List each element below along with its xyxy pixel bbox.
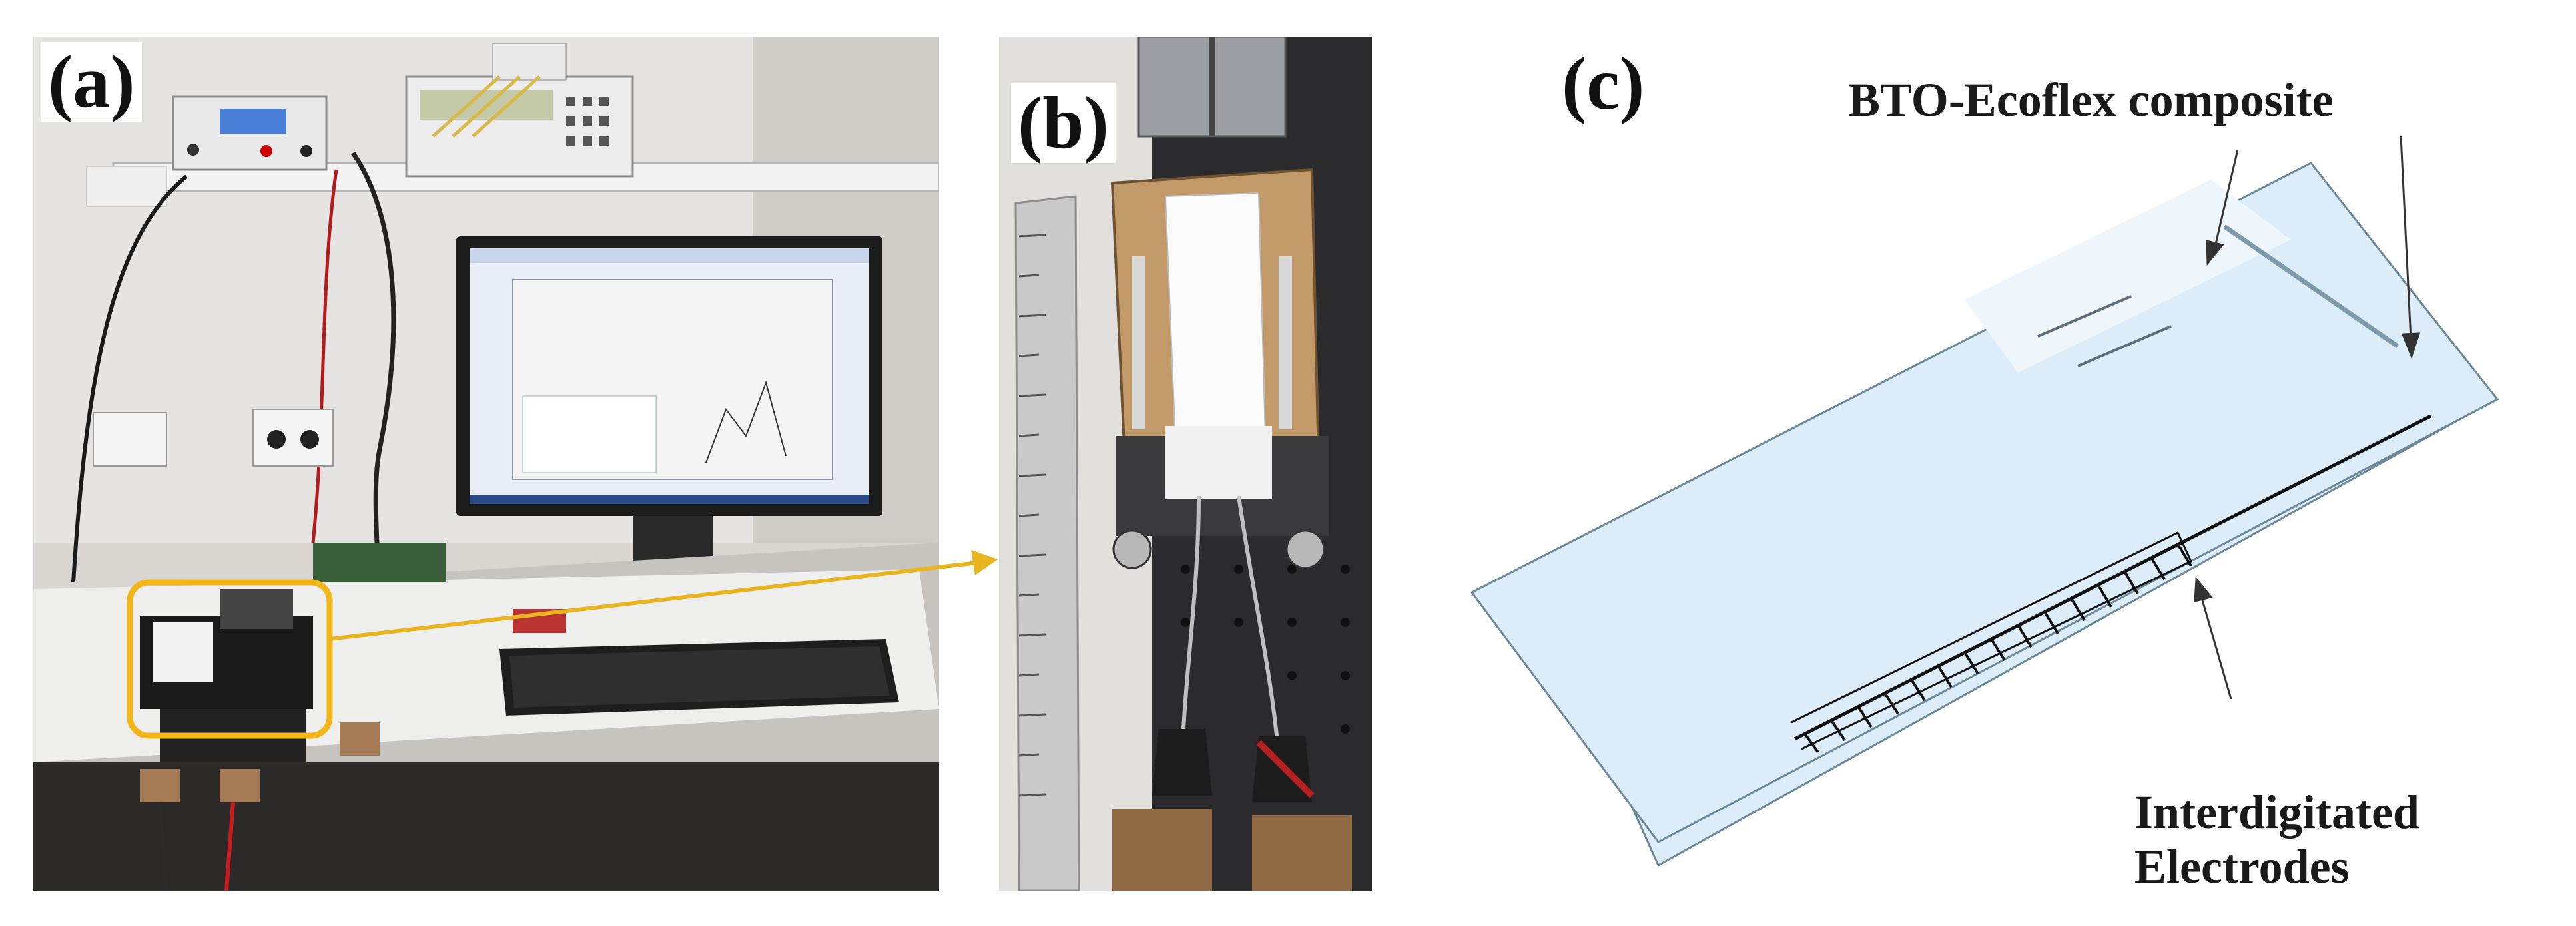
copper-pad-right [1252, 815, 1352, 891]
zoom-arrow-line [329, 565, 939, 641]
lead-red [224, 802, 235, 891]
multimeter-icon [405, 43, 634, 178]
panel-c-label: (c) [1562, 43, 1645, 125]
circuit-board [313, 543, 446, 582]
cable-black-left [71, 174, 188, 583]
sample-tab [1165, 426, 1272, 499]
clip-pads [140, 722, 380, 802]
lab-setup-illustration [33, 37, 939, 891]
cable-red [311, 169, 338, 543]
guide-rod-left [1132, 256, 1145, 429]
film-edge-thickness [2223, 224, 2399, 348]
lead-right [1237, 495, 1281, 756]
guide-rod-right [1279, 256, 1292, 429]
clamp-closeup-illustration [999, 37, 1372, 891]
breadboard-holes [1074, 565, 1350, 734]
film-stroke-1 [2037, 295, 2132, 338]
lead-left [1180, 495, 1201, 756]
annotation-arrows [2194, 136, 2421, 700]
panel-a-label: (a) [41, 42, 142, 122]
film-highlight [1965, 180, 2291, 373]
shelf-bracket [86, 166, 167, 207]
film-stroke-2 [2077, 325, 2172, 367]
bto-ecoflex-film [1470, 162, 2499, 843]
desk-underside [33, 762, 939, 891]
panel-c-device-schematic: (c) BTO-Ecoflex composite Interdigitated… [1432, 0, 2576, 926]
panel-b-clamp-closeup-photo: (b) [999, 37, 1372, 891]
lead-black [158, 802, 168, 891]
electrode-bus-bar [1793, 414, 2432, 741]
panel-a-lab-setup-photo: (a) [33, 37, 939, 891]
electrode-comb-outline [1791, 531, 2192, 750]
electrode-label-line2: Electrodes [2134, 840, 2350, 893]
electrode-label-line1: Interdigitated [2134, 786, 2419, 839]
copper-pad-left [1112, 809, 1212, 891]
crocodile-clip-icon [1152, 729, 1315, 802]
keyboard-icon [499, 639, 899, 716]
composite-label: BTO-Ecoflex composite [1848, 73, 2334, 126]
zoom-arrow-head [938, 550, 998, 575]
panel-b-label: (b) [1011, 83, 1116, 163]
wall-socket-icon [93, 409, 334, 467]
power-supply-icon [172, 95, 328, 171]
monitor-icon [456, 236, 882, 602]
interdigitated-fingers [1803, 543, 2192, 754]
sample-film [1164, 192, 1267, 444]
ruler-icon [1014, 195, 1080, 891]
device-schematic-drawing [1470, 136, 2499, 867]
highlight-box [127, 579, 333, 739]
